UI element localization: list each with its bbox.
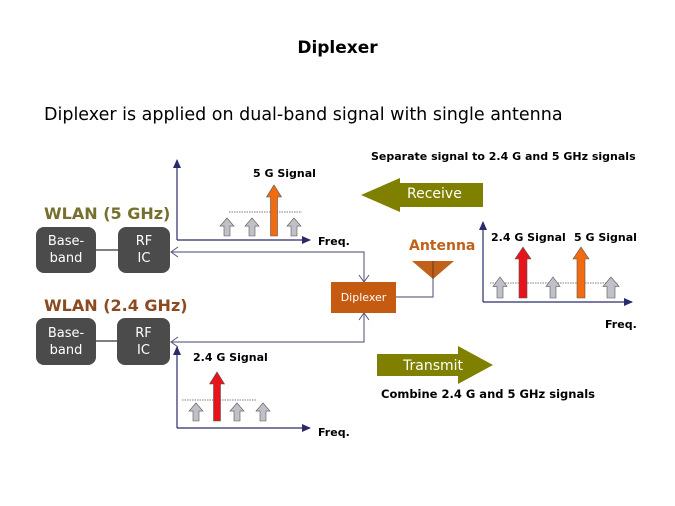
diplexer-bottom-arrowhead <box>358 312 370 321</box>
baseband-24g-line2: band <box>49 342 83 358</box>
noise-arrow-icon <box>255 402 271 422</box>
rfic-5g-block: RF IC <box>118 227 170 273</box>
noise-arrow-icon <box>286 217 302 237</box>
rfic-5g-line2: IC <box>137 251 151 266</box>
noise-arrow-icon <box>229 402 245 422</box>
spectrum-5g-freq-label: Freq. <box>318 235 350 248</box>
rfic-24g-line2: IC <box>137 342 150 358</box>
noise-arrow-icon <box>188 402 204 422</box>
receive-label: Receive <box>407 186 462 202</box>
antenna-label: Antenna <box>409 238 476 254</box>
noise-arrow-icon <box>602 276 620 299</box>
transmit-label: Transmit <box>403 358 464 374</box>
transmit-arrow-icon <box>377 346 493 384</box>
noise-arrow-icon <box>492 276 508 299</box>
diplexer-label: Diplexer <box>340 291 387 304</box>
rf24-diplexer-line <box>171 313 365 343</box>
noise-arrow-icon <box>545 276 561 299</box>
rfic-24g-line1: RF <box>135 325 152 341</box>
slide-subtitle: Diplexer is applied on dual-band signal … <box>44 105 563 125</box>
wlan-5ghz-label: WLAN (5 GHz) <box>44 204 171 223</box>
rfic-24g-block: RF IC <box>117 318 170 365</box>
wlan-24ghz-label: WLAN (2.4 GHz) <box>44 296 188 315</box>
baseband-5g-block: Base- band <box>36 227 96 273</box>
signal-5g-arrow-icon <box>572 246 590 299</box>
signal-5g-arrow-icon <box>265 184 283 237</box>
baseband-24g-block: Base- band <box>36 318 96 365</box>
baseband-5g-line2: band <box>49 251 83 266</box>
signal-24g-arrow-icon <box>514 246 532 299</box>
rf24-arrowhead <box>170 336 179 348</box>
spectrum-combined-freq-label: Freq. <box>605 318 637 331</box>
baseband-24g-line1: Base- <box>47 325 85 341</box>
spectrum-5g-signal-label: 5 G Signal <box>253 167 316 180</box>
signal-24g-arrow-icon <box>208 371 226 422</box>
slide-title: Diplexer <box>297 38 378 58</box>
spectrum-combined-5g-label: 5 G Signal <box>574 231 637 244</box>
rf5-arrowhead <box>170 246 179 258</box>
diplexer-antenna-line <box>396 277 434 298</box>
transmit-caption: Combine 2.4 G and 5 GHz signals <box>381 387 596 401</box>
baseband-5g-line1: Base- <box>47 234 85 249</box>
rfic-5g-line1: RF <box>135 234 153 249</box>
spectrum-combined-24g-label: 2.4 G Signal <box>491 231 566 244</box>
noise-arrow-icon <box>244 217 260 237</box>
receive-arrow-icon <box>361 178 483 212</box>
rf5-diplexer-line <box>171 251 365 282</box>
diplexer-block: Diplexer <box>331 282 396 313</box>
spectrum-24g-freq-label: Freq. <box>318 426 350 439</box>
receive-caption: Separate signal to 2.4 G and 5 GHz signa… <box>371 150 636 163</box>
noise-arrow-icon <box>219 217 235 237</box>
spectrum-24g-signal-label: 2.4 G Signal <box>193 351 268 364</box>
